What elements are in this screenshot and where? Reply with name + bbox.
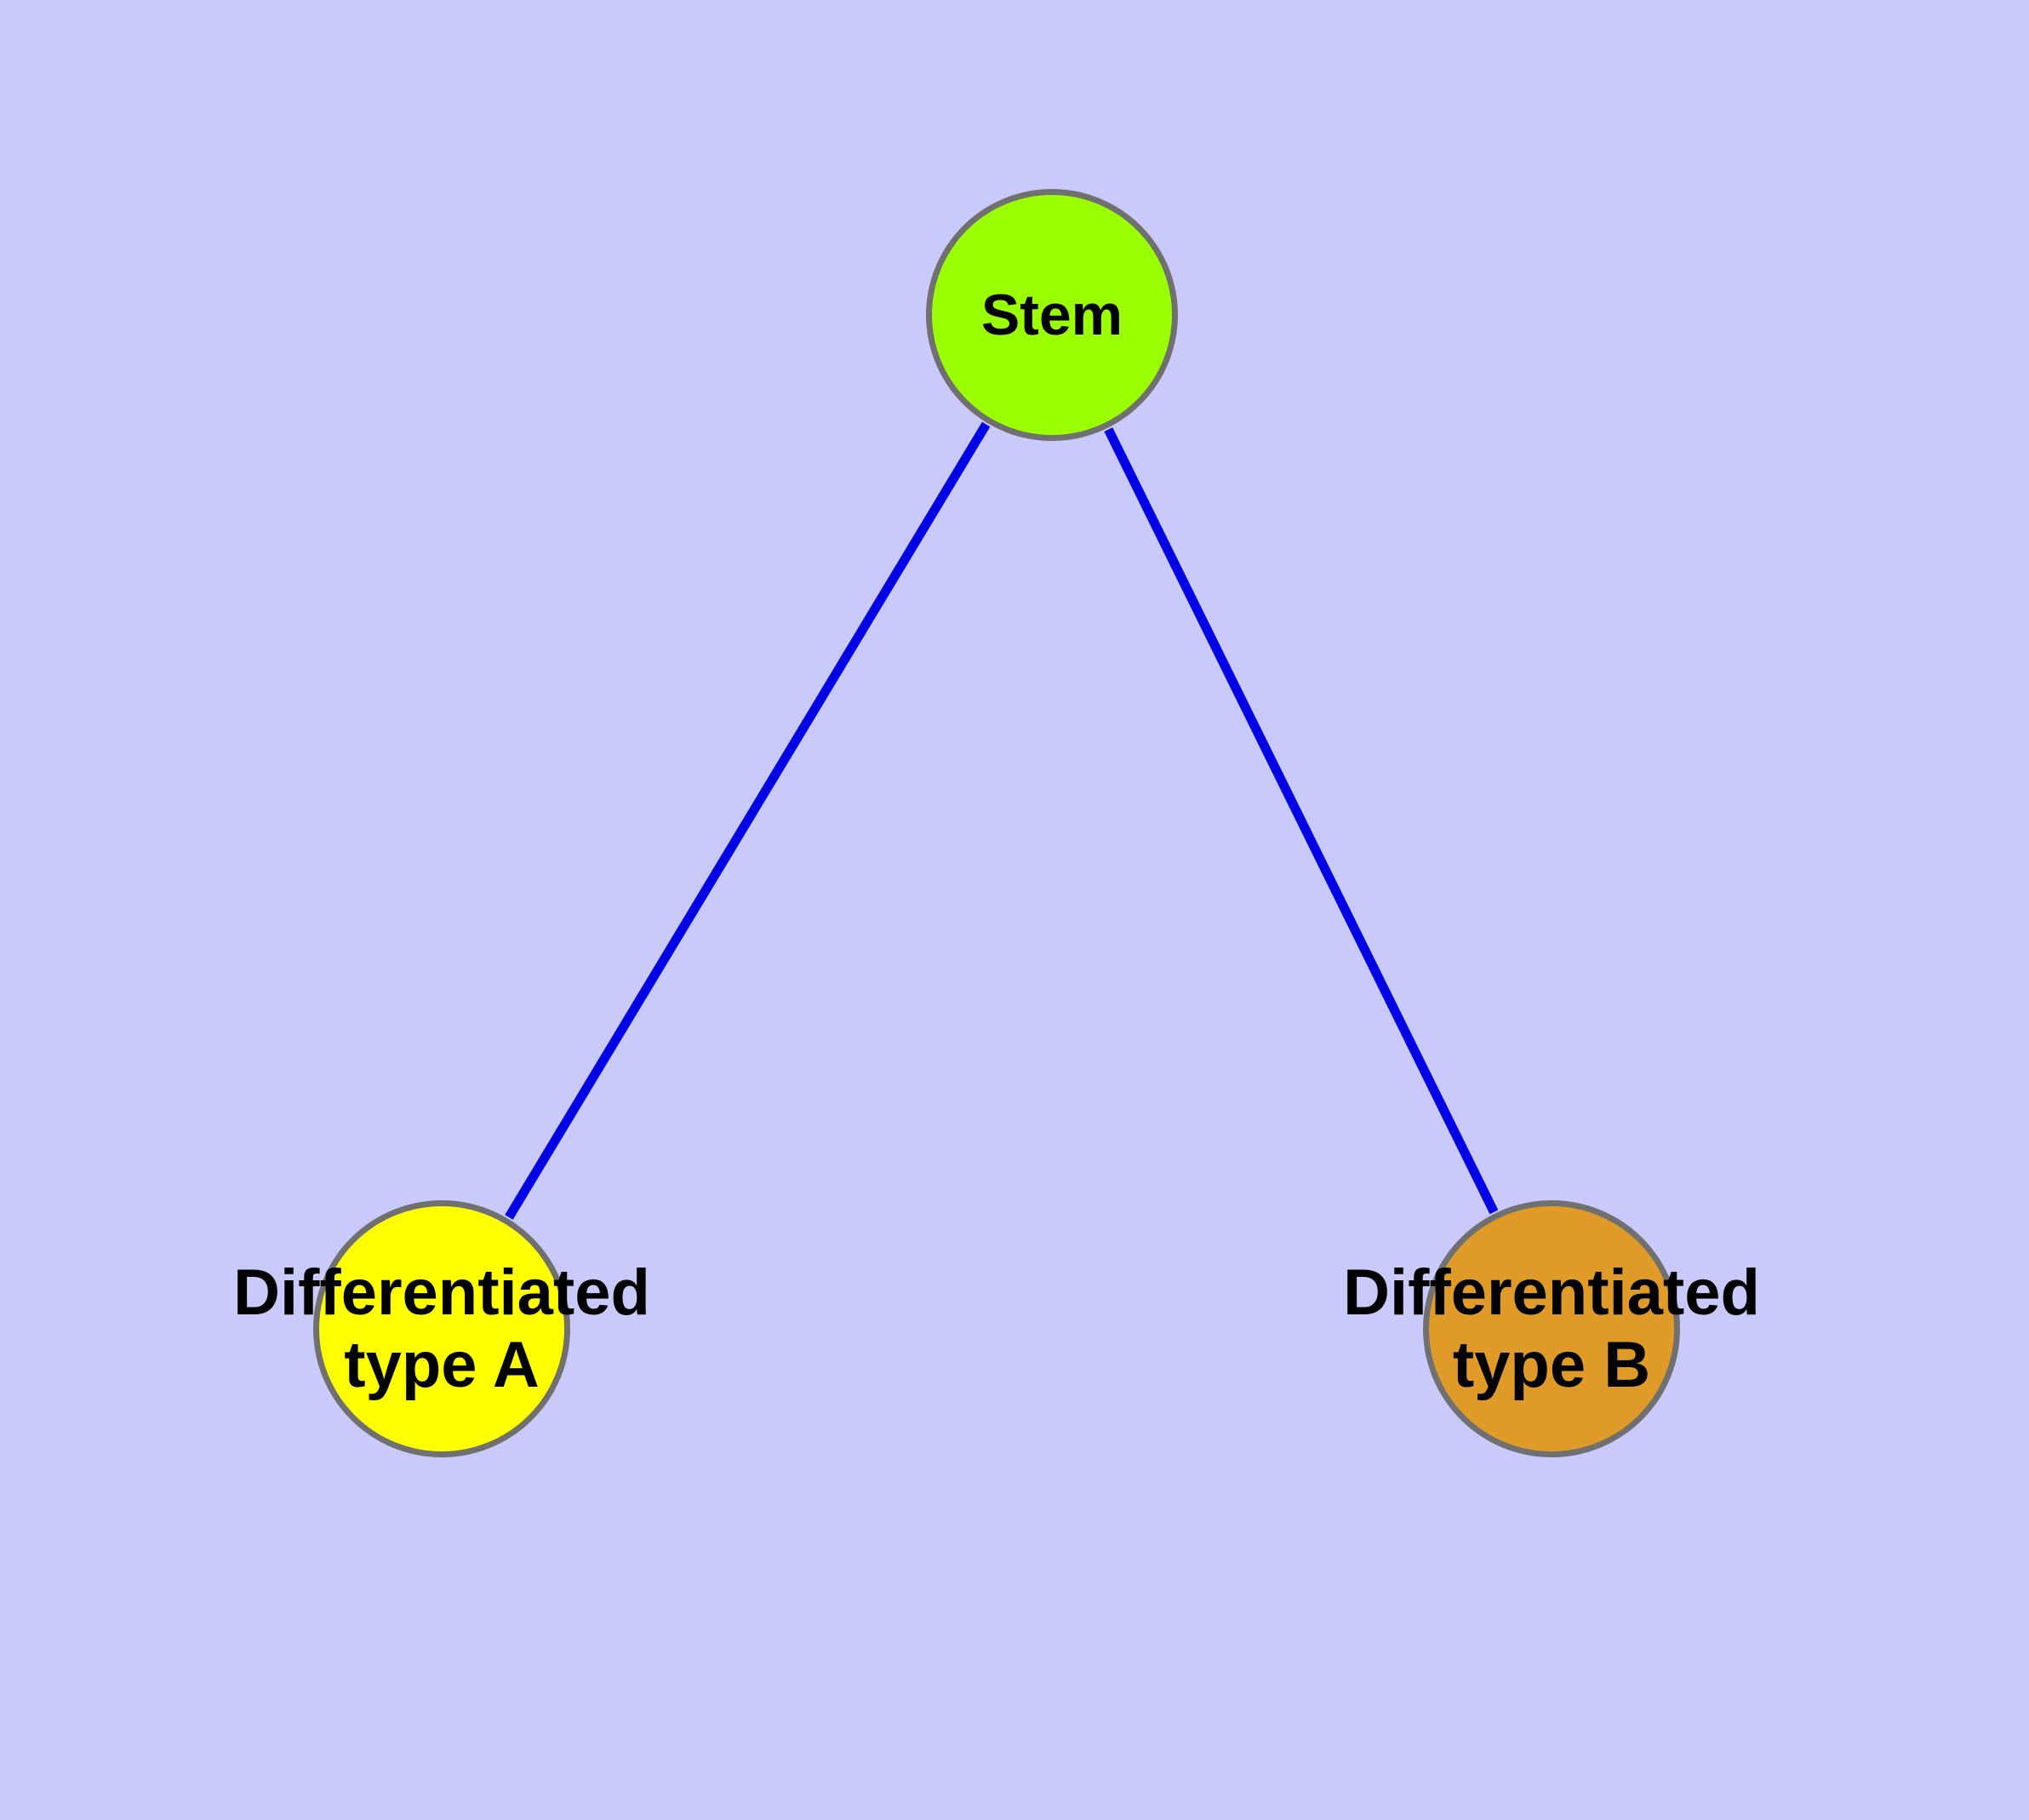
node-circle-stem[interactable] (926, 189, 1178, 441)
edge-stem-to-diff-b (1104, 427, 1499, 1215)
nodes-group (313, 189, 1680, 1457)
edges-group (505, 421, 1499, 1220)
edge-stem-to-diff-a (505, 421, 991, 1220)
node-circle-diff-b[interactable] (1423, 1200, 1680, 1457)
node-circle-diff-a[interactable] (313, 1200, 570, 1457)
